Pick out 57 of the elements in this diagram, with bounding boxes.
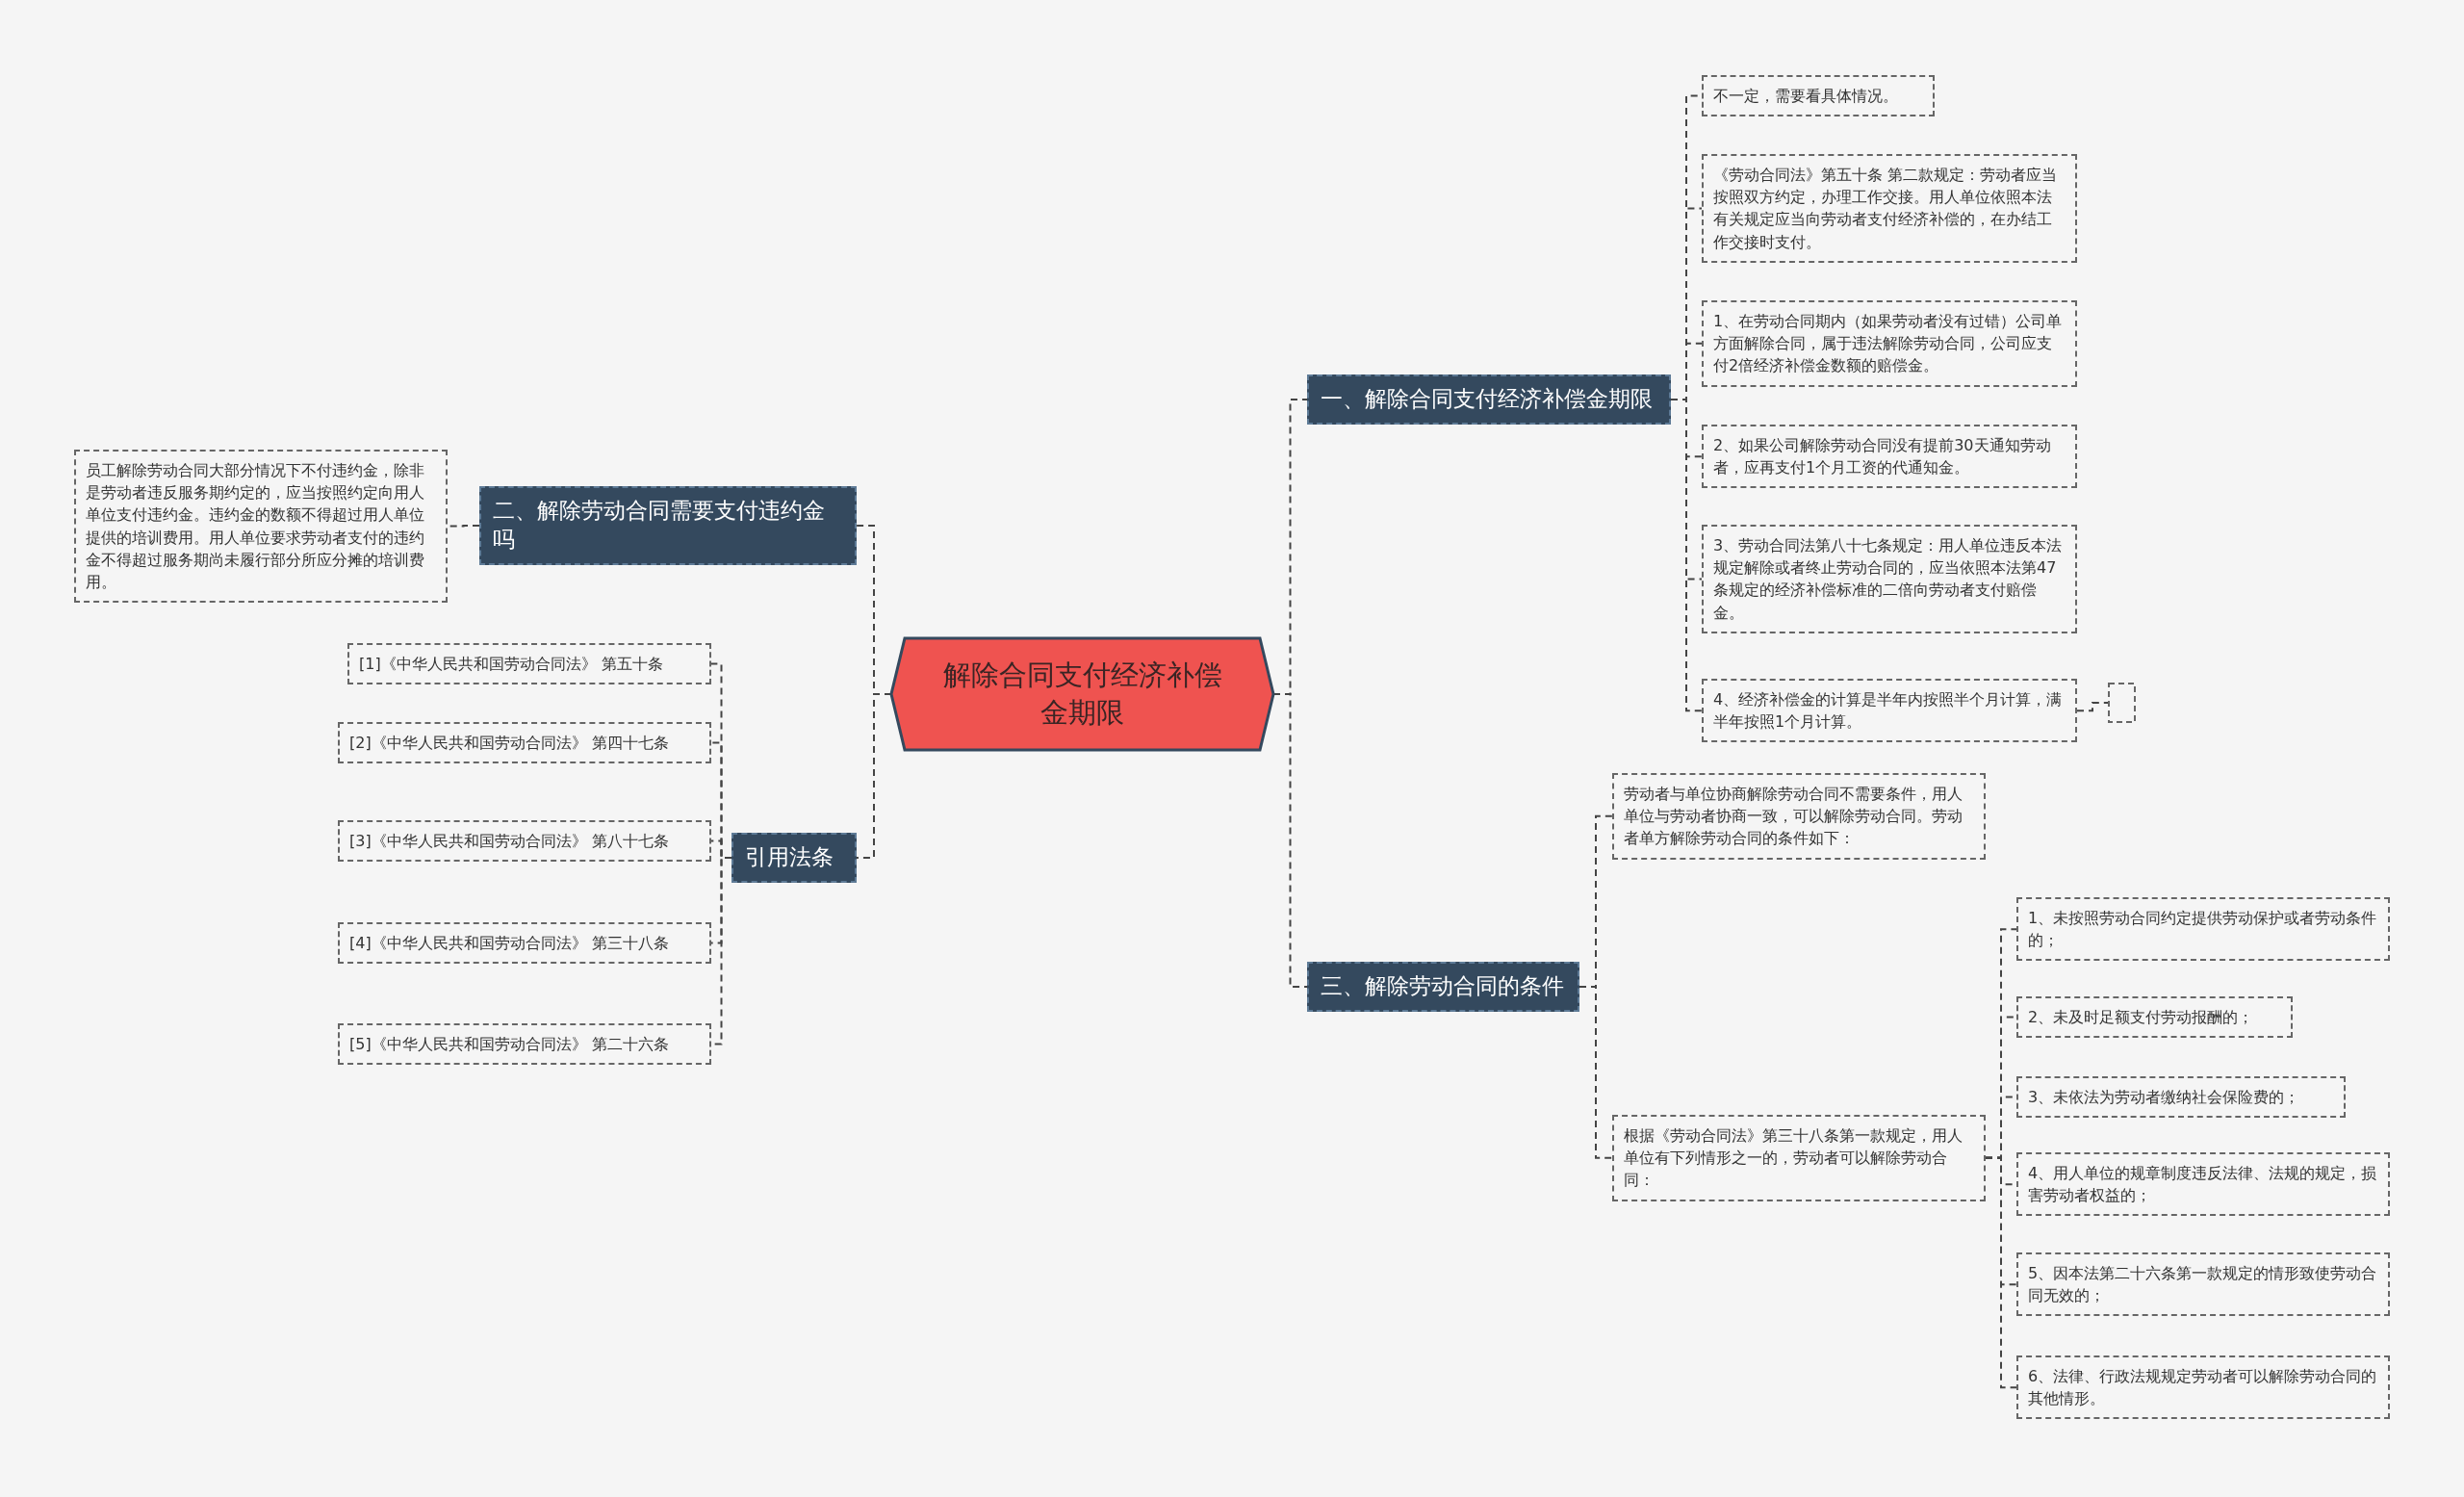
- central-topic-hexagon: [891, 638, 1273, 750]
- note-box: [74, 450, 448, 604]
- topic-text: 解除合同支付经济补偿金期限: [941, 657, 1223, 731]
- topic-text: 4、经济补偿金的计算是半年内按照半个月计算，满半年按照1个月计算。: [1713, 690, 2063, 732]
- connector-line: [1578, 985, 1613, 1159]
- note-box: [347, 643, 711, 685]
- note-box: [1702, 154, 2077, 263]
- connector-line: [2076, 702, 2109, 712]
- connector-line: [1985, 1156, 2017, 1389]
- topic-text: 2、如果公司解除劳动合同没有提前30天通知劳动者，应再支付1个月工资的代通知金。: [1713, 436, 2051, 477]
- note-box: [338, 1023, 711, 1066]
- note-box: [338, 722, 711, 764]
- note-box: [2016, 897, 2390, 962]
- topic-text: 1、未按照劳动合同约定提供劳动保护或者劳动条件的；: [2028, 909, 2377, 950]
- branch-topic-box: [1307, 374, 1671, 425]
- connector-line: [1272, 693, 1308, 988]
- connector-line: [1670, 398, 1703, 712]
- note-box: [338, 820, 711, 863]
- branch-topic-box: [1307, 962, 1579, 1012]
- note-box: [2016, 996, 2293, 1039]
- note-box: [1702, 425, 2077, 489]
- branch-topic-box: [479, 486, 857, 565]
- topic-text: 一、解除合同支付经济补偿金期限: [1321, 386, 1653, 411]
- topic-text: 引用法条: [745, 844, 834, 869]
- topic-text: 6、法律、行政法规规定劳动者可以解除劳动合同的其他情形。: [2028, 1367, 2377, 1408]
- topic-text: 不一定，需要看具体情况。: [1713, 87, 1898, 105]
- topic-text: 员工解除劳动合同大部分情况下不付违约金，除非是劳动者违反服务期约定的，应当按照约定向用人单位支付违约金。违约金的数额不得超过用人单位提供的培训费用。用人单位要求劳动者支付的违约金不得超过服务期尚未履行部分所应分摊的培训费用。: [86, 461, 424, 591]
- note-box: [2016, 1252, 2390, 1317]
- topic-text: [4]《中华人民共和国劳动合同法》 第三十八条: [349, 934, 669, 952]
- note-box: [1702, 679, 2077, 743]
- topic-text: 3、未依法为劳动者缴纳社会保险费的；: [2028, 1088, 2300, 1106]
- note-box: [1612, 773, 1986, 860]
- topic-text: [5]《中华人民共和国劳动合同法》 第二十六条: [349, 1035, 669, 1053]
- empty-box: [2108, 683, 2136, 723]
- note-box: [1702, 75, 1935, 117]
- topic-text: 4、用人单位的规章制度违反法律、法规的规定，损害劳动者权益的；: [2028, 1164, 2377, 1205]
- note-box: [2016, 1076, 2346, 1119]
- topic-text: [3]《中华人民共和国劳动合同法》 第八十七条: [349, 832, 669, 850]
- topic-text: 劳动者与单位协商解除劳动合同不需要条件，用人单位与劳动者协商一致，可以解除劳动合同。劳动者单方解除劳动合同的条件如下：: [1624, 785, 1963, 848]
- note-box: [2016, 1152, 2390, 1217]
- topic-text: [2]《中华人民共和国劳动合同法》 第四十七条: [349, 734, 669, 752]
- note-box: [1612, 1115, 1986, 1201]
- topic-text: 5、因本法第二十六条第一款规定的情形致使劳动合同无效的；: [2028, 1264, 2377, 1305]
- note-box: [2016, 1355, 2390, 1420]
- note-box: [338, 922, 711, 965]
- topic-text: 根据《劳动合同法》第三十八条第一款规定，用人单位有下列情形之一的，劳动者可以解除劳动合同：: [1624, 1126, 1963, 1190]
- branch-topic-box: [732, 833, 857, 883]
- note-box: [1702, 525, 2077, 633]
- topic-text: 3、劳动合同法第八十七条规定：用人单位违反本法规定解除或者终止劳动合同的，应当依照本法第47条规定的经济补偿标准的二倍向劳动者支付赔偿金。: [1713, 536, 2063, 622]
- topic-text: 2、未及时足额支付劳动报酬的；: [2028, 1008, 2254, 1026]
- topic-text: 1、在劳动合同期内（如果劳动者没有过错）公司单方面解除合同，属于违法解除劳动合同，公司应支付2倍经济补偿金数额的赔偿金。: [1713, 312, 2063, 375]
- topic-text: 二、解除劳动合同需要支付违约金吗: [493, 498, 825, 552]
- note-box: [1702, 300, 2077, 387]
- topic-text: 《劳动合同法》第五十条 第二款规定：劳动者应当按照双方约定，办理工作交接。用人单位依照本法有关规定应当向劳动者支付经济补偿的，在办结工作交接时支付。: [1713, 166, 2058, 251]
- topic-text: 三、解除劳动合同的条件: [1321, 973, 1564, 998]
- topic-text: [1]《中华人民共和国劳动合同法》 第五十条: [359, 655, 663, 673]
- connector-line: [856, 693, 892, 859]
